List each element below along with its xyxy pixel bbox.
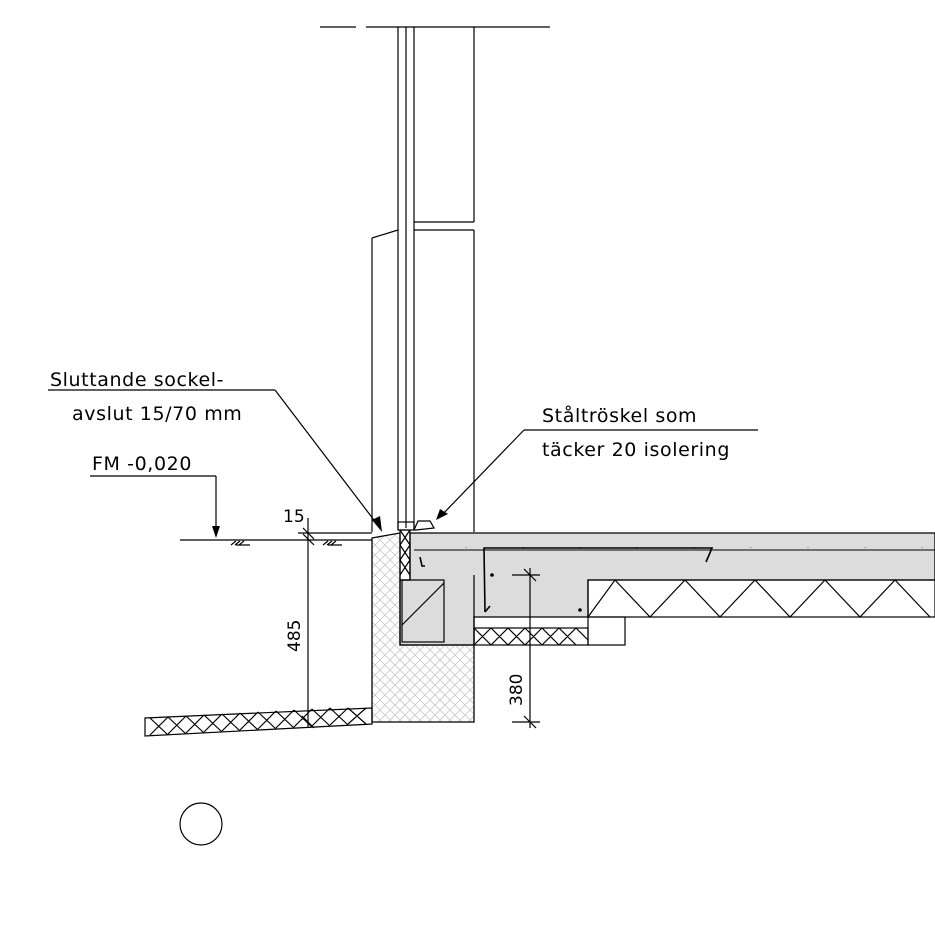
edge-insulation-block — [401, 579, 445, 643]
reinforcement — [419, 547, 714, 613]
dimension-485 — [298, 518, 372, 729]
slab-step — [587, 616, 626, 646]
fm-level-label: FM -0,020 — [92, 453, 192, 475]
threshold-label-line2: täcker 20 isolering — [542, 439, 730, 461]
sockel-label-line1: Sluttande sockel- — [50, 369, 224, 391]
leader-sockel — [48, 389, 382, 532]
floor-insulation — [587, 579, 935, 618]
leader-threshold — [436, 429, 758, 520]
sockel-label-line2: avslut 15/70 mm — [72, 403, 242, 425]
threshold-label-line1: Ståltröskel som — [542, 404, 697, 427]
dim-15-label: 15 — [283, 507, 305, 527]
dim-485-label: 485 — [285, 620, 305, 652]
edge-strip — [399, 529, 411, 581]
detail-reference-circle — [179, 802, 223, 846]
wall-frame — [371, 27, 475, 532]
under-slab-board — [473, 627, 589, 646]
fm-level-marker — [90, 475, 372, 546]
dim-380-label: 380 — [507, 674, 527, 706]
ground-slope — [144, 707, 373, 737]
dimension-380 — [512, 568, 540, 729]
steel-threshold — [413, 520, 435, 531]
